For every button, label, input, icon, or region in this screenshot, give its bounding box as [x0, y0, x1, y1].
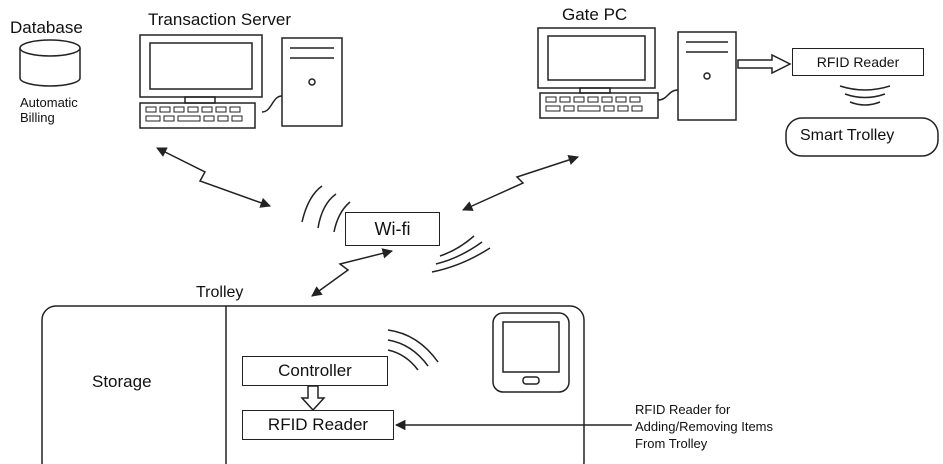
trolley-label: Trolley — [196, 284, 244, 301]
trolley-rfid-waves — [387, 329, 439, 371]
gate-rfid-waves — [839, 85, 891, 106]
rfid-note-label: RFID Reader for Adding/Removing Items Fr… — [635, 402, 774, 451]
transaction-server-computer-icon — [139, 34, 343, 129]
rfid-reader-gate-label: RFID Reader — [816, 54, 900, 70]
controller-box: Controller — [242, 356, 388, 386]
wifi-label: Wi-fi — [374, 218, 411, 239]
gate-pc-label: Gate PC — [562, 5, 628, 24]
rfid-reader-trolley-box: RFID Reader — [242, 410, 394, 440]
wifi-trolley-link — [311, 248, 394, 297]
smart-trolley-shape — [785, 117, 939, 157]
wifi-waves — [301, 185, 491, 273]
transaction-server-label: Transaction Server — [148, 10, 291, 29]
rfid-reader-trolley-label: RFID Reader — [267, 415, 369, 434]
database-label: Database — [10, 18, 83, 37]
wifi-box: Wi-fi — [345, 212, 440, 246]
smart-trolley-label: Smart Trolley — [800, 127, 895, 144]
gatepc-wifi-link — [462, 154, 579, 211]
storage-label: Storage — [92, 372, 152, 391]
trolley-container — [41, 305, 585, 464]
gate-pc-computer-icon — [537, 27, 737, 121]
rfid-reader-gate-box: RFID Reader — [792, 48, 924, 76]
automatic-billing-label: Automatic Billing — [20, 95, 78, 125]
controller-label: Controller — [278, 361, 352, 380]
gate-to-rfid-arrow — [737, 53, 792, 75]
database-icon — [19, 39, 81, 87]
controller-to-rfid-arrow — [300, 385, 326, 412]
smartphone-icon — [492, 312, 570, 393]
server-wifi-link — [156, 147, 271, 208]
